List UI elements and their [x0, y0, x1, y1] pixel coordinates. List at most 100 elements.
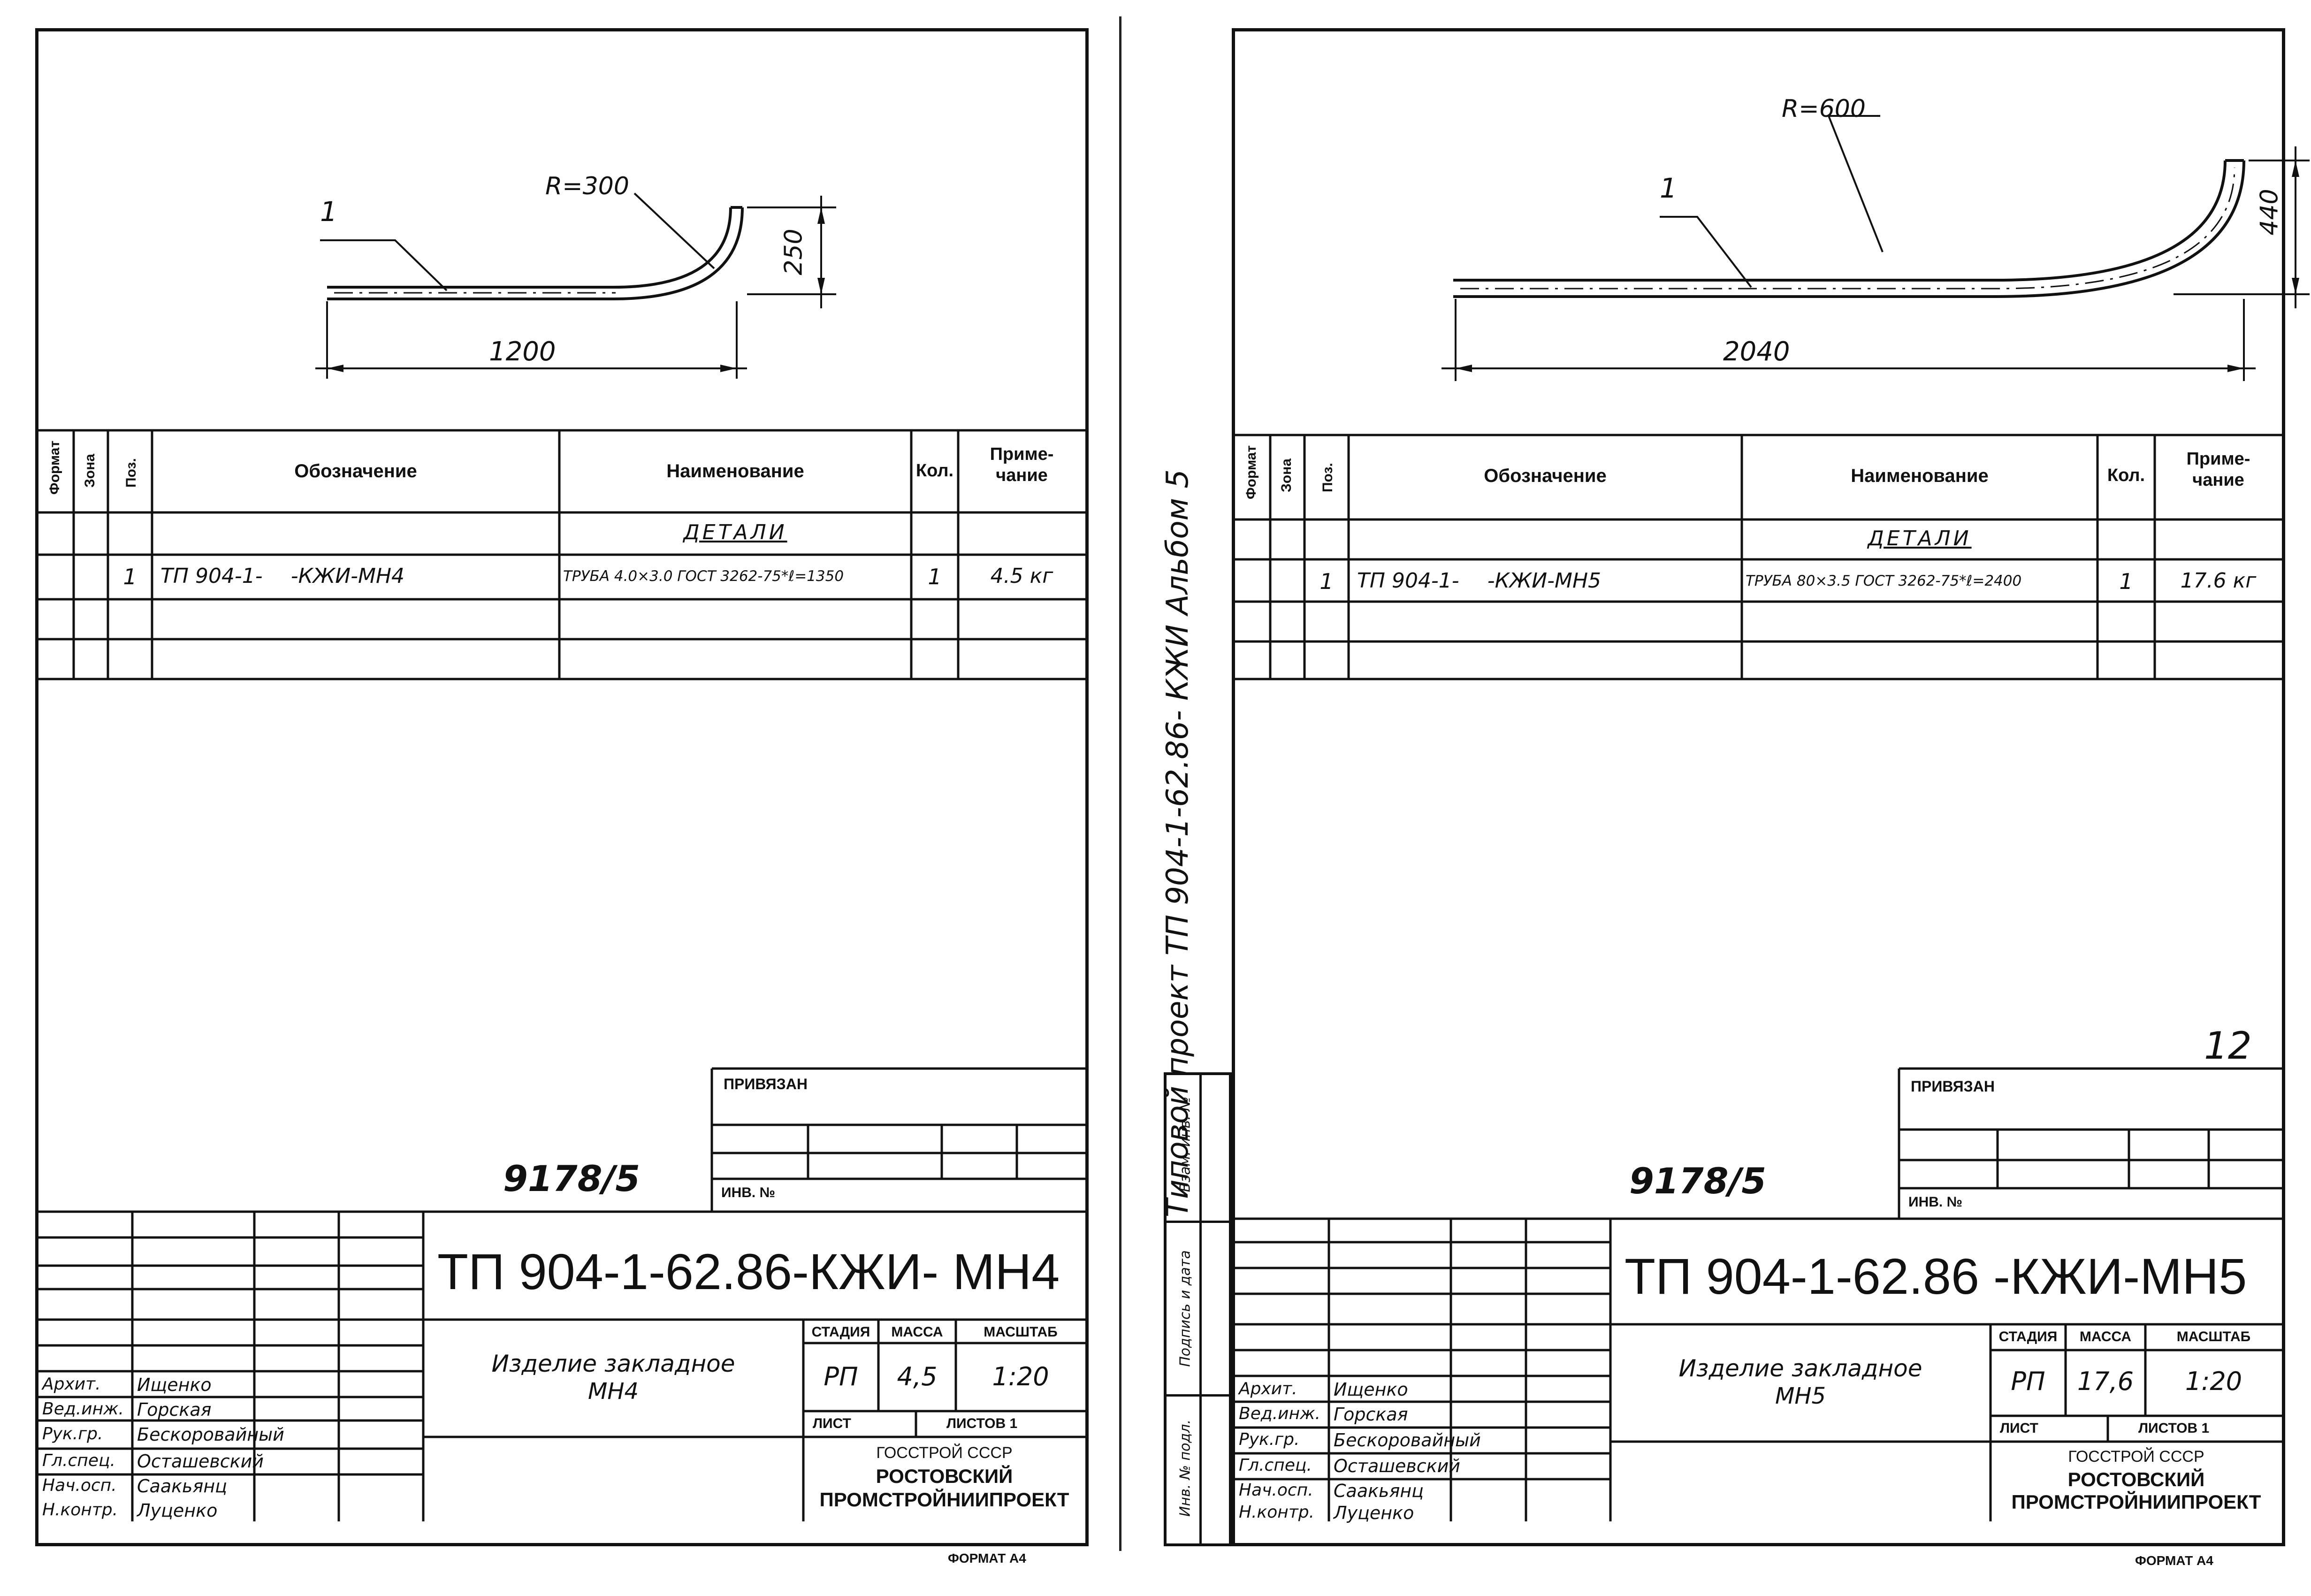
row-qty: 1	[928, 564, 942, 589]
staff-name: Осташевский	[1334, 1456, 1461, 1476]
section-details: ДЕТАЛИ	[1868, 527, 1972, 550]
row-pos: 1	[1319, 569, 1334, 594]
inv-label: ИНВ. №	[1908, 1194, 1963, 1210]
row-note: 17.6 кг	[2180, 569, 2257, 593]
archive-number: 9178/5	[1629, 1160, 1767, 1202]
staff-name: Луценко	[137, 1500, 218, 1521]
mass-value: 4,5	[897, 1362, 938, 1391]
row-pos: 1	[123, 564, 137, 589]
document-code: ТП 904-1-62.86-КЖИ- МН4	[437, 1243, 1060, 1300]
org-line-3: ПРОМСТРОЙНИИПРОЕКТ	[2011, 1491, 2261, 1513]
archive-number: 9178/5	[503, 1158, 641, 1199]
header-name: Наименование	[666, 461, 804, 481]
row-note: 4.5 кг	[990, 564, 1053, 588]
sheet-label: ЛИСТ	[2000, 1420, 2038, 1436]
designation-part-a: ТП 904-1-	[1357, 569, 1459, 593]
side-stamp: Взам. инв. № Подпись и дата Инв. № подл.	[1164, 1072, 1232, 1546]
staff-role: Нач.осп.	[1239, 1481, 1313, 1500]
height-dimension: 250	[779, 229, 808, 275]
org-line-2: РОСТОВСКИЙ	[2067, 1468, 2205, 1490]
header-qty: Кол.	[2107, 466, 2145, 485]
staff-name: Осташевский	[137, 1451, 264, 1472]
row-name: ТРУБА 80×3.5 ГОСТ 3262-75*ℓ=2400	[1746, 573, 2022, 589]
stage-value: РП	[2011, 1367, 2045, 1396]
side-inv-sub-label: Инв. № подл.	[1177, 1420, 1194, 1517]
document-code: ТП 904-1-62.86 -КЖИ-МН5	[1625, 1248, 2247, 1305]
length-dimension: 1200	[489, 336, 556, 367]
height-dimension: 440	[2255, 189, 2284, 236]
sheet-label: ЛИСТ	[813, 1416, 851, 1431]
staff-name: Бескоровайный	[137, 1424, 284, 1445]
staff-name: Ищенко	[137, 1375, 212, 1395]
header-pos: Поз.	[1320, 463, 1335, 492]
radius-label: R=300	[545, 172, 629, 200]
title-line-2: МН5	[1775, 1383, 1826, 1409]
title-line-1: Изделие закладное	[491, 1350, 735, 1377]
staff-role: Архит.	[42, 1375, 101, 1394]
staff-role: Гл.спец.	[42, 1451, 115, 1470]
staff-role: Рук.гр.	[42, 1424, 103, 1443]
staff-role: Нач.осп.	[42, 1476, 117, 1495]
format-label-right: ФОРМАТ А4	[2135, 1553, 2213, 1568]
staff-name: Бескоровайный	[1334, 1430, 1481, 1451]
staff-name: Горская	[137, 1399, 212, 1420]
format-label-left: ФОРМАТ А4	[948, 1551, 1026, 1565]
stage-header: СТАДИЯ	[811, 1324, 870, 1340]
scale-header: МАСШТАБ	[984, 1324, 1058, 1340]
designation-part-b: -КЖИ-МН4	[290, 564, 405, 588]
header-qty: Кол.	[915, 461, 954, 481]
sheets-count-label: ЛИСТОВ 1	[2138, 1420, 2210, 1436]
staff-name: Саакьянц	[137, 1476, 228, 1497]
staff-role: Вед.инж.	[42, 1399, 124, 1419]
designation-part-a: ТП 904-1-	[160, 564, 263, 588]
staff-role: Н.контр.	[42, 1500, 118, 1520]
section-details: ДЕТАЛИ	[683, 520, 787, 544]
header-designation: Обозначение	[1484, 466, 1607, 486]
mass-header: МАССА	[2079, 1329, 2132, 1344]
scale-value: 1:20	[2185, 1367, 2242, 1396]
radius-label: R=600	[1782, 95, 1866, 123]
header-note-2: чание	[2192, 470, 2244, 490]
designation-part-b: -КЖИ-МН5	[1487, 569, 1602, 593]
side-stamp-divider	[1199, 1075, 1202, 1543]
header-note-2: чание	[996, 466, 1048, 485]
org-line-2: РОСТОВСКИЙ	[876, 1465, 1013, 1487]
sheets-count-label: ЛИСТОВ 1	[946, 1416, 1018, 1431]
row-name: ТРУБА 4.0×3.0 ГОСТ 3262-75*ℓ=1350	[563, 568, 844, 585]
stage-value: РП	[824, 1362, 858, 1391]
staff-role: Н.контр.	[1239, 1503, 1315, 1522]
header-pos: Поз.	[123, 458, 139, 488]
pipe-drawing	[1235, 115, 2310, 1521]
org-line-1: ГОССТРОЙ СССР	[2068, 1448, 2204, 1466]
side-replaced-label: Взам. инв. №	[1177, 1096, 1194, 1192]
header-note-1: Приме-	[990, 444, 1054, 464]
mass-header: МАССА	[891, 1324, 943, 1340]
title-line-2: МН4	[587, 1378, 639, 1405]
header-format: Формат	[47, 440, 62, 495]
stage-header: СТАДИЯ	[1998, 1329, 2058, 1344]
privyazan-label: ПРИВЯЗАН	[1911, 1078, 1995, 1095]
staff-role: Архит.	[1239, 1379, 1297, 1398]
staff-role: Рук.гр.	[1239, 1430, 1300, 1449]
header-zone: Зона	[82, 454, 98, 488]
length-dimension: 2040	[1723, 336, 1790, 367]
header-designation: Обозначение	[294, 461, 417, 481]
position-label: 1	[320, 196, 337, 228]
org-line-1: ГОССТРОЙ СССР	[876, 1444, 1013, 1462]
scale-value: 1:20	[992, 1362, 1049, 1391]
sheet-divider	[1119, 16, 1121, 1551]
row-designation: ТП 904-1- -КЖИ-МН4	[160, 564, 404, 588]
staff-name: Саакьянц	[1334, 1481, 1424, 1501]
mass-value: 17,6	[2077, 1367, 2134, 1396]
header-note-1: Приме-	[2186, 449, 2250, 469]
pipe-drawing	[38, 192, 1085, 1521]
position-label: 1	[1660, 172, 1677, 204]
side-sign-date-label: Подпись и дата	[1177, 1250, 1194, 1367]
title-line-1: Изделие закладное	[1678, 1355, 1922, 1382]
header-name: Наименование	[1851, 466, 1989, 486]
side-stamp-rule	[1167, 1221, 1229, 1223]
page-number: 12	[2204, 1024, 2252, 1068]
org-line-3: ПРОМСТРОЙНИИПРОЕКТ	[819, 1489, 1069, 1511]
header-zone: Зона	[1279, 458, 1294, 492]
privyazan-label: ПРИВЯЗАН	[724, 1076, 808, 1092]
